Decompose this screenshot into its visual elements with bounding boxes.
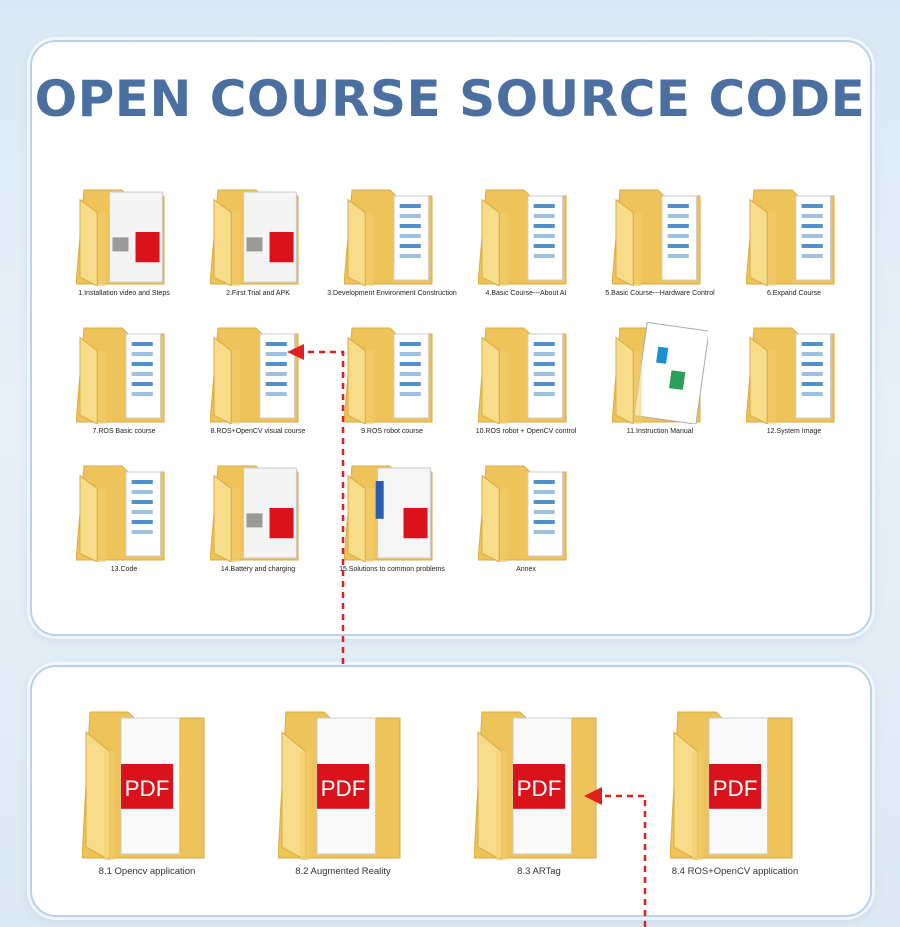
folder-label: 7.ROS Basic course — [92, 428, 156, 435]
folder-icon — [746, 189, 835, 286]
svg-text:PDF: PDF — [321, 776, 366, 801]
subfolder-label: 8.3 ARTag — [517, 866, 561, 877]
folder-label: Annex — [516, 566, 536, 573]
subfolder-item[interactable]: PDF 8.4 ROS+OpenCV application — [637, 700, 833, 877]
folder-label: 9.ROS robot course — [361, 428, 423, 435]
folder-label: 8.ROS+OpenCV visual course — [210, 428, 306, 435]
svg-text:PDF: PDF — [713, 776, 758, 801]
folder-doc-icon — [210, 465, 299, 562]
folder-icon — [746, 327, 835, 424]
folder-word-icon — [344, 465, 433, 562]
folder-label: 14.Battery and charging — [220, 566, 296, 573]
folder-icon — [210, 327, 299, 424]
folder-label: 6.Expand Course — [766, 290, 822, 297]
folder-item[interactable]: 12.System Image — [727, 316, 861, 435]
folder-label: 12.System Image — [766, 428, 822, 435]
folder-label: 1.Installation video and Steps — [78, 290, 170, 297]
pdf-folder-icon: PDF — [474, 711, 597, 860]
subfolder-label: 8.1 Opencv application — [98, 866, 196, 877]
folder-item[interactable]: 6.Expand Course — [727, 178, 861, 297]
folder-item[interactable]: 11.Instruction Manual — [593, 316, 727, 435]
folder-doc-icon — [210, 189, 299, 286]
folder-item[interactable]: 13.Code — [57, 454, 191, 573]
manual-folder-icon — [612, 321, 708, 424]
folder-label: 10.ROS robot + OpenCV control — [475, 428, 577, 435]
course-folder-panel — [30, 40, 872, 636]
folder-label: 13.Code — [110, 566, 138, 573]
pdf-folder-icon: PDF — [670, 711, 793, 860]
page-title: OPEN COURSE SOURCE CODE — [34, 70, 866, 128]
folder-icon — [478, 189, 567, 286]
folder-label: 4.Basic Course---About AI — [485, 290, 567, 297]
folder-item[interactable]: 7.ROS Basic course — [57, 316, 191, 435]
folder-icon — [344, 327, 433, 424]
folder-item[interactable]: 14.Battery and charging — [191, 454, 325, 573]
folder-item[interactable]: 8.ROS+OpenCV visual course — [191, 316, 325, 435]
folder-doc-icon — [76, 189, 165, 286]
folder-icon — [76, 327, 165, 424]
pdf-folder-icon: PDF — [278, 711, 401, 860]
folder-icon — [76, 465, 165, 562]
subfolder-label: 8.2 Augmented Reality — [295, 866, 391, 877]
folder-icon — [478, 465, 567, 562]
pdf-folder-icon: PDF — [82, 711, 205, 860]
subfolder-item[interactable]: PDF 8.2 Augmented Reality — [245, 700, 441, 877]
folder-item[interactable]: Annex — [459, 454, 593, 573]
folder-label: 5.Basic Course---Hardware Control — [605, 290, 715, 297]
folder-icon — [612, 189, 701, 286]
folder-item[interactable]: 2.First Trial and APK — [191, 178, 325, 297]
folder-icon — [344, 189, 433, 286]
folder-label: 11.Instruction Manual — [626, 428, 694, 435]
folder-item[interactable]: 10.ROS robot + OpenCV control — [459, 316, 593, 435]
svg-text:PDF: PDF — [517, 776, 562, 801]
folder-label: 15.Solutions to common problems — [339, 566, 445, 573]
subfolder-label: 8.4 ROS+OpenCV application — [671, 866, 799, 877]
folder-icon — [478, 327, 567, 424]
subfolder-item[interactable]: PDF 8.3 ARTag — [441, 700, 637, 877]
folder-item[interactable]: 9.ROS robot course — [325, 316, 459, 435]
folder-item[interactable]: 1.Installation video and Steps — [57, 178, 191, 297]
folder-item[interactable]: 3.Development Environment Construction — [325, 178, 459, 297]
folder-item[interactable]: 15.Solutions to common problems — [325, 454, 459, 573]
svg-text:PDF: PDF — [125, 776, 170, 801]
subfolder-item[interactable]: PDF 8.1 Opencv application — [49, 700, 245, 877]
folder-label: 3.Development Environment Construction — [327, 290, 457, 297]
folder-item[interactable]: 5.Basic Course---Hardware Control — [593, 178, 727, 297]
folder-label: 2.First Trial and APK — [226, 290, 290, 297]
folder-item[interactable]: 4.Basic Course---About AI — [459, 178, 593, 297]
